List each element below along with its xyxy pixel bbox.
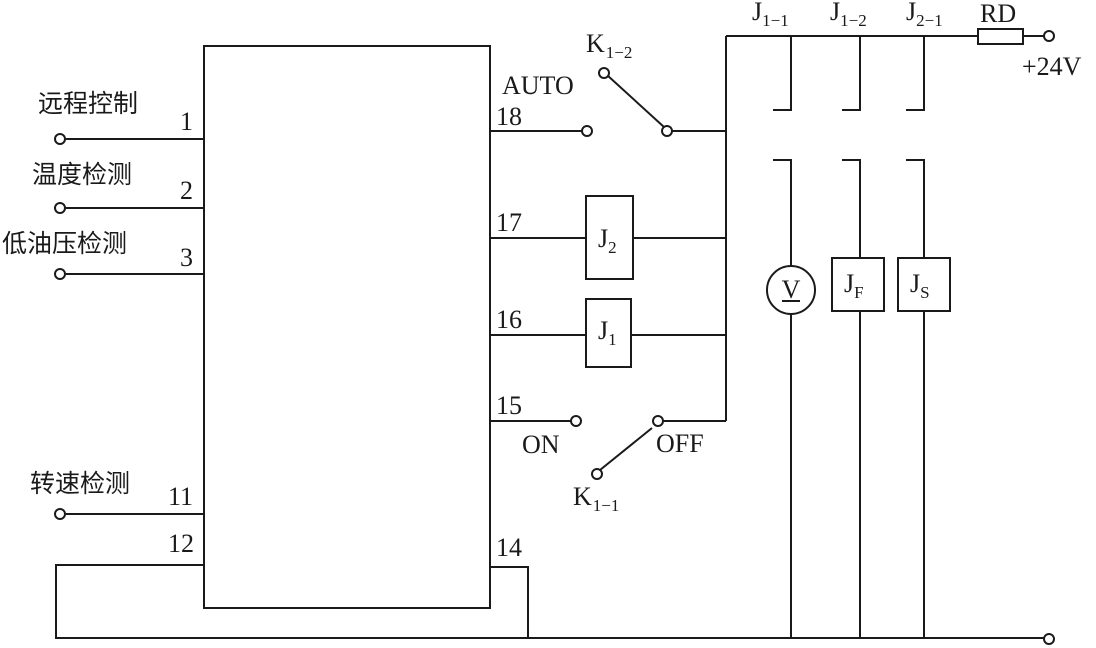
input-line-speed (54, 508, 204, 520)
auto-label: AUTO (502, 71, 574, 100)
relay-j1-label: J1 (598, 316, 617, 349)
bottom-terminal (1043, 633, 1055, 645)
label-remote-control: 远程控制 (38, 89, 138, 118)
input-line-oil-pressure (54, 268, 204, 280)
fuse-rd (977, 28, 1024, 45)
pin-12: 12 (168, 529, 194, 558)
pin-2: 2 (180, 176, 193, 205)
pin-16: 16 (496, 305, 522, 334)
k11-label: K1−1 (573, 482, 619, 515)
relay-jf (831, 257, 885, 312)
k12-blade-tip (598, 67, 610, 79)
input-line-remote (54, 133, 204, 145)
contact-j2-1-lower (906, 159, 925, 258)
terminal (54, 508, 66, 520)
k11-pivot (591, 468, 603, 480)
contact-j1-1-upper (773, 36, 792, 111)
terminal (54, 133, 66, 145)
contact-j2-1-upper (906, 36, 925, 111)
contact-j1-1-label: J1−1 (752, 0, 789, 30)
terminal (54, 202, 66, 214)
fuse-label: RD (980, 0, 1016, 28)
auto-contact (581, 125, 593, 137)
relay-js-label: JS (910, 269, 930, 302)
off-label: OFF (656, 429, 704, 458)
supply-terminal (1043, 30, 1055, 42)
pin-18: 18 (496, 102, 522, 131)
pin-11: 11 (168, 482, 193, 511)
relay-j2-label: J2 (598, 224, 617, 257)
pin-1: 1 (180, 107, 193, 136)
contact-j1-2-label: J1−2 (830, 0, 867, 30)
pin-14-wire (490, 566, 529, 638)
contact-j1-2-upper (842, 36, 861, 111)
k11-blade (599, 427, 653, 471)
contact-j2-1-label: J2−1 (906, 0, 943, 30)
relay-jf-label: JF (844, 269, 864, 302)
voltmeter-label: V (782, 275, 801, 304)
ground-loop-wire (55, 564, 1044, 639)
controller-block (203, 45, 491, 609)
pin-3: 3 (180, 243, 193, 272)
label-oil-pressure-detect: 低油压检测 (2, 229, 127, 258)
on-contact (570, 415, 582, 427)
supply-label: +24V (1022, 52, 1082, 81)
relay-j2 (585, 195, 634, 280)
label-temperature-detect: 温度检测 (32, 160, 132, 189)
k12-label: K1−2 (586, 29, 632, 62)
on-label: ON (522, 430, 560, 459)
k12-blade (606, 74, 665, 128)
contact-j1-1-lower (773, 159, 792, 266)
relay-j1 (585, 298, 632, 368)
input-line-temperature (54, 202, 204, 214)
label-speed-detect: 转速检测 (30, 469, 130, 498)
contact-j1-2-lower (842, 159, 861, 258)
pin-14: 14 (496, 533, 522, 562)
pin-17: 17 (496, 208, 522, 237)
pin-15: 15 (496, 391, 522, 420)
off-contact (652, 415, 664, 427)
terminal (54, 268, 66, 280)
